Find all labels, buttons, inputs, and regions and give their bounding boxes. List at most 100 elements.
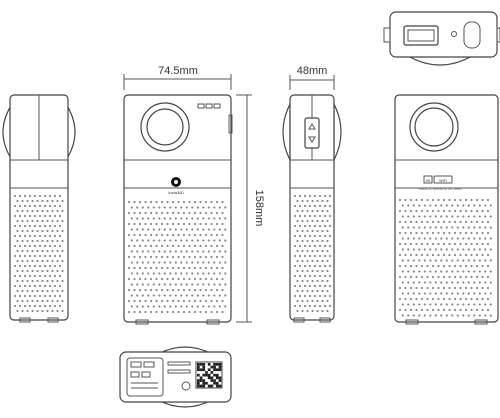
grille-hole: [26, 219, 29, 223]
grille-hole: [28, 224, 32, 228]
grille-hole: [328, 274, 332, 278]
grille-hole: [31, 199, 34, 203]
grille-hole: [133, 244, 136, 248]
grille-hole: [404, 264, 407, 268]
grille-hole: [440, 303, 443, 306]
grille-hole: [13, 194, 17, 198]
grille-hole: [166, 310, 169, 314]
grille-hole: [21, 229, 24, 233]
grille-hole: [36, 279, 39, 283]
grille-hole: [202, 239, 205, 242]
grille-hole: [321, 209, 324, 213]
grille-hole: [202, 261, 205, 264]
grille-hole: [467, 314, 470, 317]
grille-hole: [28, 254, 32, 258]
grille-hole: [149, 277, 153, 281]
grille-hole: [437, 253, 440, 257]
grille-hole: [448, 209, 451, 213]
grille-hole: [160, 266, 164, 270]
qr-module: [199, 363, 203, 366]
grille-hole: [13, 254, 17, 258]
foot: [293, 317, 305, 323]
grille-hole: [204, 222, 208, 226]
qr-module: [202, 368, 206, 372]
grille-hole: [293, 194, 297, 198]
grille-hole: [301, 219, 304, 223]
grille-hole: [475, 198, 479, 202]
grille-hole: [166, 222, 169, 226]
grille-hole: [61, 209, 64, 213]
grille-hole: [141, 206, 144, 209]
grille-hole: [182, 277, 186, 281]
grille-hole: [127, 211, 131, 215]
grille-hole: [437, 264, 440, 268]
grille-hole: [166, 255, 169, 259]
grille-hole: [407, 281, 410, 284]
grille-hole: [431, 297, 435, 301]
grille-hole: [215, 310, 219, 314]
grille-hole: [328, 204, 332, 208]
grille-hole: [133, 310, 136, 314]
grille-hole: [464, 242, 468, 246]
grille-hole: [412, 204, 415, 207]
grille-hole: [321, 249, 324, 253]
grille-hole: [486, 231, 490, 235]
grille-hole: [303, 204, 307, 208]
grille-hole: [193, 288, 197, 292]
grille-hole: [293, 264, 297, 268]
grille-hole: [26, 299, 29, 303]
grille-hole: [43, 284, 47, 288]
grille-hole: [298, 234, 302, 238]
grille-hole: [462, 281, 465, 284]
grille-hole: [16, 239, 19, 243]
grille-hole: [144, 255, 147, 259]
grille-hole: [318, 234, 322, 238]
grille-hole: [38, 204, 42, 208]
brand-label: Insta360: [168, 190, 184, 195]
grille-hole: [418, 237, 421, 240]
grille-hole: [301, 209, 304, 213]
grille-hole: [462, 215, 465, 218]
grille-hole: [53, 194, 57, 198]
grille-hole: [199, 233, 202, 237]
grille-hole: [46, 259, 49, 263]
grille-hole: [169, 305, 172, 308]
grille-hole: [473, 248, 476, 251]
grille-hole: [18, 214, 22, 218]
grille-hole: [442, 275, 446, 279]
grille-hole: [409, 297, 413, 301]
grille-hole: [418, 215, 421, 218]
grille-hole: [470, 231, 473, 235]
grille-hole: [155, 244, 158, 248]
grille-hole: [61, 239, 64, 243]
grille-hole: [451, 259, 454, 262]
grille-hole: [440, 270, 443, 273]
brand-logo-dot: [174, 180, 178, 184]
grille-hole: [448, 308, 451, 312]
grille-hole: [23, 194, 27, 198]
grille-hole: [409, 275, 413, 279]
grille-hole: [323, 214, 327, 218]
grille-hole: [171, 233, 175, 237]
grille-hole: [207, 239, 210, 242]
grille-hole: [306, 199, 309, 203]
grille-hole: [448, 198, 451, 202]
grille-hole: [51, 299, 54, 303]
grille-hole: [296, 209, 299, 213]
grille-hole: [61, 279, 64, 283]
grille-hole: [445, 303, 448, 306]
grille-hole: [418, 248, 421, 251]
grille-hole: [46, 219, 49, 223]
grille-hole: [453, 242, 457, 246]
grille-hole: [431, 253, 435, 257]
grille-hole: [308, 254, 312, 258]
grille-hole: [152, 250, 155, 253]
lens-bulge: [282, 103, 291, 161]
grille-hole: [412, 314, 415, 317]
grille-hole: [218, 294, 221, 297]
grille-hole: [398, 209, 402, 213]
grille-hole: [28, 304, 32, 308]
grille-hole: [193, 200, 197, 204]
grille-hole: [301, 269, 304, 273]
grille-hole: [215, 222, 219, 226]
